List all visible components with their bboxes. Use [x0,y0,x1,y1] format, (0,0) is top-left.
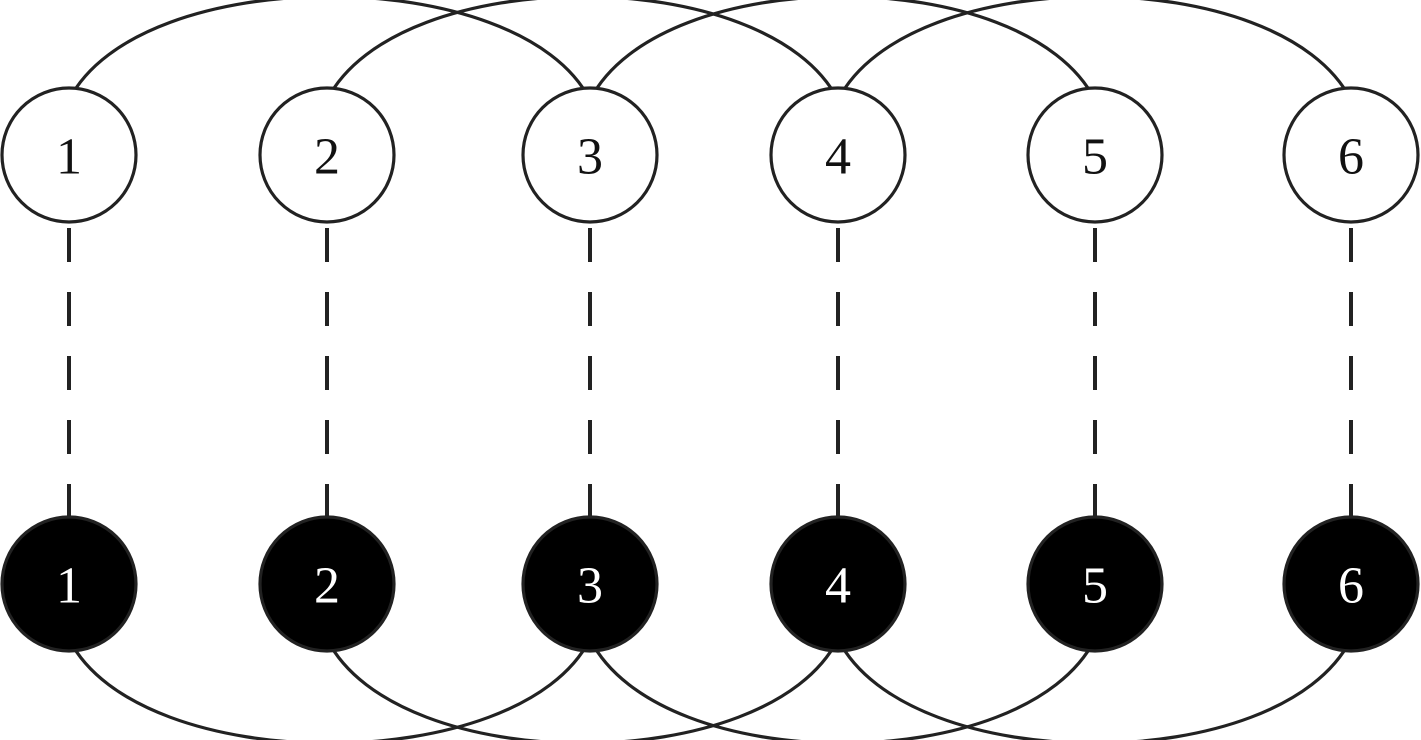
top-node-label-6: 6 [1338,129,1364,186]
top-node-1: 1 [0,86,138,224]
bottom-arc-1-3 [67,638,592,740]
bottom-node-label-2: 2 [314,558,340,615]
arc-layer [67,0,1353,740]
bottom-node-label-5: 5 [1082,558,1108,615]
bottom-node-circle-4 [769,515,907,653]
bottom-node-circle-1 [0,515,138,653]
top-node-2: 2 [258,86,396,224]
top-arc-3-5 [588,0,1097,101]
bottom-node-circle-3 [521,515,659,653]
node-layer: 1 2 3 4 5 6 1 2 3 4 5 6 [0,86,1420,653]
bottom-node-5: 5 [1026,515,1164,653]
bottom-node-label-6: 6 [1338,558,1364,615]
bottom-arc-3-5 [588,638,1097,740]
bottom-arc-2-4 [325,638,840,740]
top-node-circle-3 [521,86,659,224]
link-layer [67,228,1353,520]
top-arc-1-3 [67,0,592,101]
bottom-node-3: 3 [521,515,659,653]
bottom-node-label-4: 4 [825,558,851,615]
top-node-label-4: 4 [825,129,851,186]
top-node-circle-4 [769,86,907,224]
bottom-node-circle-5 [1026,515,1164,653]
bottom-node-circle-2 [258,515,396,653]
top-node-5: 5 [1026,86,1164,224]
top-arc-4-6 [836,0,1353,101]
top-node-4: 4 [769,86,907,224]
bottom-arc-4-6 [836,638,1353,740]
top-arc-2-4 [325,0,840,101]
top-node-circle-5 [1026,86,1164,224]
top-node-label-5: 5 [1082,129,1108,186]
bottom-node-label-3: 3 [577,558,603,615]
bottom-node-4: 4 [769,515,907,653]
top-node-label-1: 1 [56,129,82,186]
top-node-label-3: 3 [577,129,603,186]
top-node-circle-1 [0,86,138,224]
bottom-node-label-1: 1 [56,558,82,615]
bottom-node-circle-6 [1282,515,1420,653]
top-node-3: 3 [521,86,659,224]
top-node-label-2: 2 [314,129,340,186]
top-node-6: 6 [1282,86,1420,224]
top-node-circle-6 [1282,86,1420,224]
bottom-node-1: 1 [0,515,138,653]
bottom-node-2: 2 [258,515,396,653]
top-node-circle-2 [258,86,396,224]
bottom-node-6: 6 [1282,515,1420,653]
